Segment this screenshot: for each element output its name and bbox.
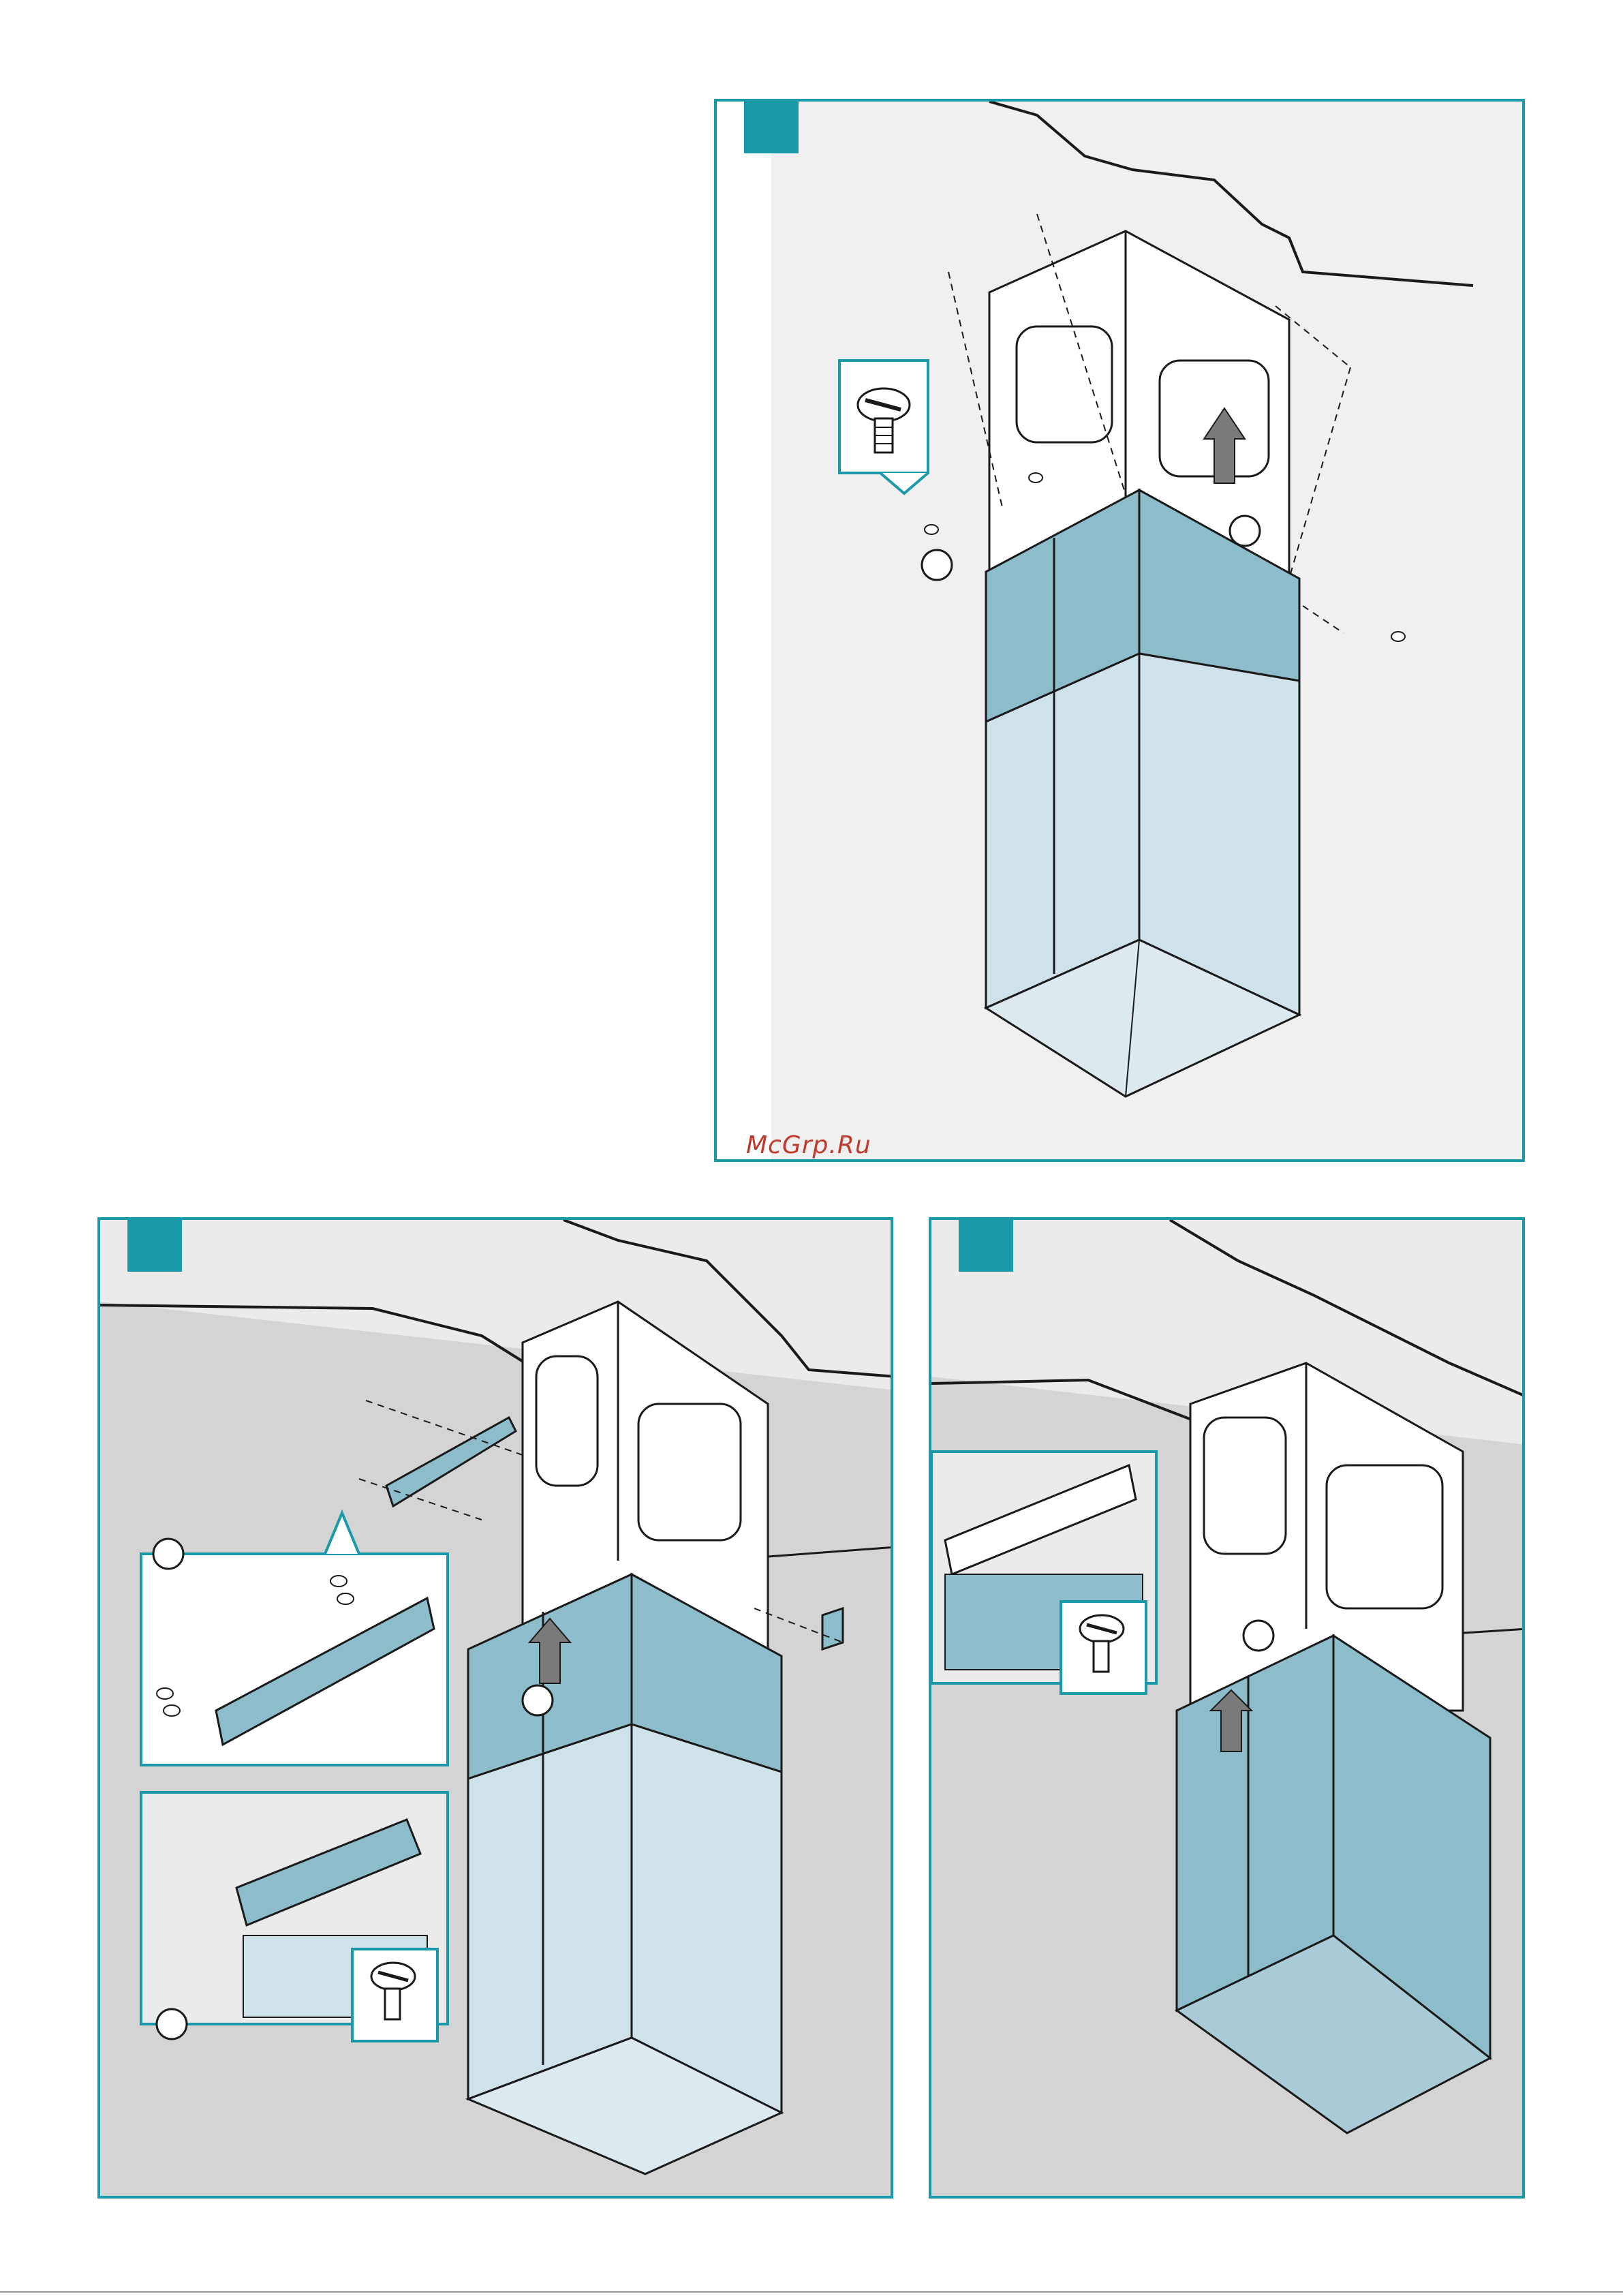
panel-top-illustration xyxy=(717,102,1525,1162)
mounting-detail-inset xyxy=(931,1452,1156,1694)
step-tab xyxy=(959,1217,1013,1272)
panel-bottom-left xyxy=(97,1217,893,2199)
panel-bottom-left-illustration xyxy=(100,1220,893,2199)
step-tab xyxy=(127,1217,182,1272)
page-bottom-rule xyxy=(0,2291,1623,2293)
watermark: McGrp.Ru xyxy=(746,1131,871,1159)
callout-circle-icon xyxy=(1243,1621,1273,1651)
mounting-detail-inset xyxy=(141,1792,448,2041)
step-tab xyxy=(744,99,799,153)
duct-lower-section xyxy=(468,1724,782,2174)
callout-circle-icon xyxy=(1230,516,1260,546)
callout-circle-icon xyxy=(922,550,952,580)
duct-lower-section xyxy=(986,654,1299,1097)
callout-circle-icon xyxy=(157,2009,187,2039)
callout-circle-icon xyxy=(523,1685,553,1715)
screw-detail-callout xyxy=(839,361,928,493)
panel-bottom-right xyxy=(929,1217,1525,2199)
panel-bottom-right-illustration xyxy=(931,1220,1525,2199)
panel-top xyxy=(714,99,1525,1162)
callout-circle-icon xyxy=(153,1539,183,1569)
